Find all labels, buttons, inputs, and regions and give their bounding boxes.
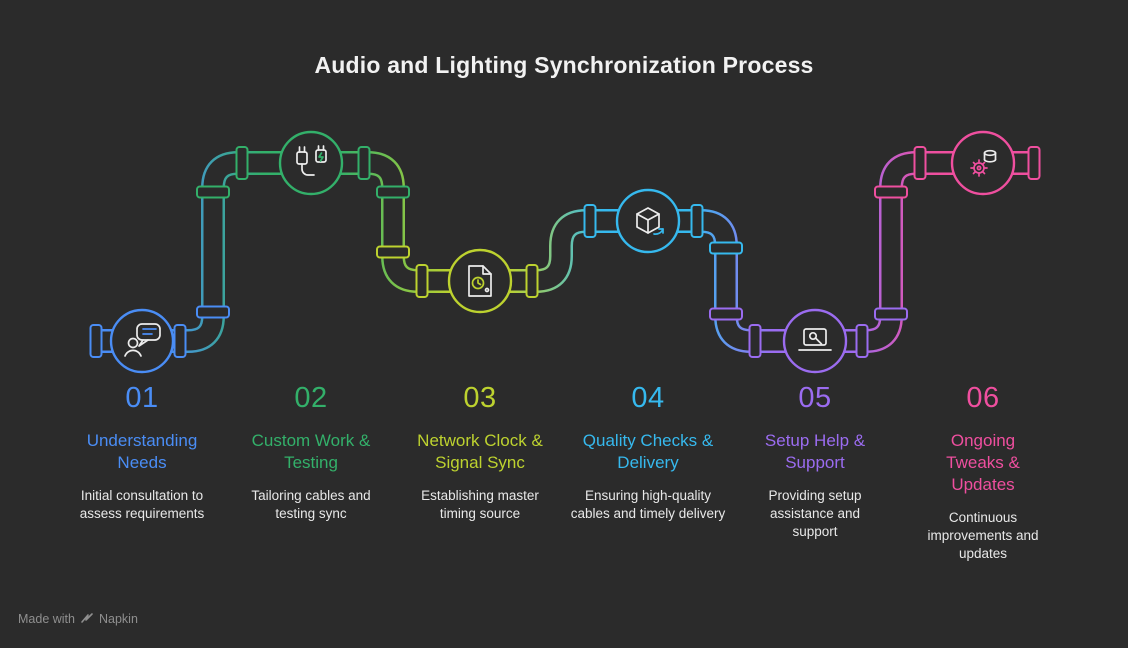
step-3: 03 Network Clock & Signal Sync Establish… [390,384,570,523]
step-title: Ongoing Tweaks & Updates [946,431,1020,495]
step-6: 06 Ongoing Tweaks & Updates Continuous i… [893,384,1073,564]
step-title: Network Clock & Signal Sync [417,431,543,473]
step-title: Custom Work & Testing [251,431,371,473]
step-number: 01 [125,382,159,414]
document-clock-icon [468,265,492,297]
step-description: Tailoring cables and testing sync [251,488,371,522]
step-5: 05 Setup Help & Support Providing setup … [725,384,905,541]
step-5-node [782,308,848,374]
step-number: 04 [631,382,665,414]
step-title: Setup Help & Support [764,431,866,473]
cables-icon [296,145,327,176]
step-description: Establishing master timing source [421,488,539,522]
consultation-icon [124,323,161,357]
pipe-path [92,151,1038,353]
laptop-wrench-icon [798,328,832,351]
step-description: Initial consultation to assess requireme… [79,488,205,522]
step-number: 02 [294,382,328,414]
pipe-flanges [89,146,1041,358]
step-3-node [447,248,513,314]
made-with-label: Made with [18,612,75,626]
step-1: 01 Understanding Needs Initial consultat… [52,384,232,523]
gear-database-icon [970,149,997,177]
step-2: 02 Custom Work & Testing Tailoring cable… [221,384,401,523]
napkin-logo-icon [81,613,93,623]
step-title: Understanding Needs [86,431,198,473]
brand-label: Napkin [98,612,138,626]
step-number: 06 [966,382,1000,414]
step-description: Continuous improvements and updates [927,510,1039,562]
package-icon [636,207,664,235]
step-2-node [278,130,344,196]
step-number: 03 [463,382,497,414]
step-number: 05 [798,382,832,414]
step-description: Ensuring high-quality cables and timely … [570,488,726,522]
step-4: 04 Quality Checks & Delivery Ensuring hi… [558,384,738,523]
step-title: Quality Checks & Delivery [582,431,714,473]
page-title: Audio and Lighting Synchronization Proce… [314,52,814,78]
made-with-napkin: Made with Napkin [18,612,138,626]
step-description: Providing setup assistance and support [768,488,862,540]
